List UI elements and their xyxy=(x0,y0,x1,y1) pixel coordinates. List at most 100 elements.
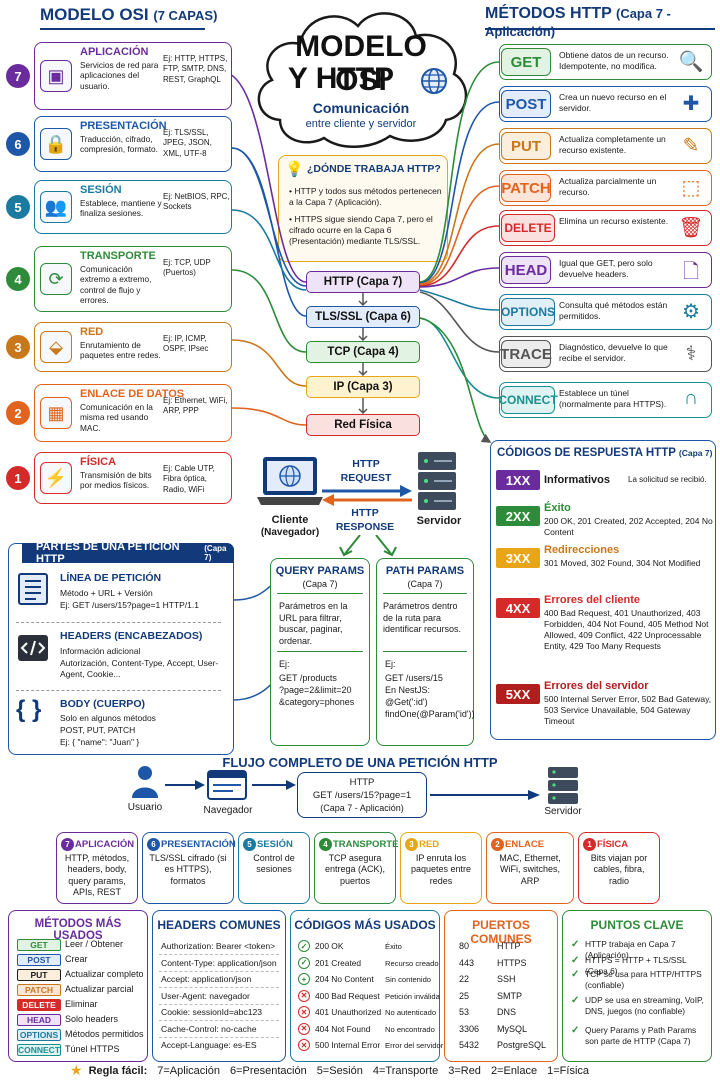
code-1xx-desc: La solicitud se recibió. xyxy=(628,475,707,484)
common-code: 500 Internal Error xyxy=(315,1040,381,1050)
flow-title: FLUJO COMPLETO DE UNA PETICIÓN HTTP xyxy=(222,755,498,770)
plus-icon: + xyxy=(298,973,310,985)
client-sub-label: (Navegador) xyxy=(260,527,320,538)
code-5xx-title: Errores del servidor xyxy=(544,680,649,692)
port-protocol: HTTP xyxy=(497,941,521,951)
flow-card-2-desc: MAC, Ethernet, WiFi, switches, ARP xyxy=(499,853,561,886)
braces-icon: { } xyxy=(16,696,42,723)
port-protocol: PostgreSQL xyxy=(497,1040,547,1050)
port-protocol: HTTPS xyxy=(497,957,527,968)
used-method-delete-desc: Eliminar xyxy=(65,999,98,1009)
flow-card-3-title: RED xyxy=(419,839,440,850)
error-icon: ✕ xyxy=(298,989,310,1002)
key-points-title: PUNTOS CLAVE xyxy=(590,918,684,932)
method-get-label: GET xyxy=(501,48,551,76)
common-header-row: Authorization: Bearer <token> xyxy=(161,941,276,951)
flow-card-1-desc: Bits viajan por cables, fibra, radio xyxy=(590,853,648,886)
part-1-line-2: Ej: GET /users/15?page=1 HTTP/1.1 xyxy=(60,600,199,610)
code-3xx-desc: 301 Moved, 302 Found, 304 Not Modified xyxy=(544,558,701,568)
key-point: HTTP trabaja en Capa 7 (Aplicación) xyxy=(585,939,676,960)
parts-title-text: PARTES DE UNA PETICIÓN HTTP xyxy=(36,541,180,565)
flow-card-2-badge: 2 xyxy=(491,838,504,851)
common-code-desc: Recurso creado xyxy=(385,958,439,968)
flow-card-7-badge: 7 xyxy=(61,838,74,851)
port-protocol: MySQL xyxy=(497,1023,528,1034)
flow-card-1-title: FÍSICA xyxy=(597,839,629,850)
method-put-box xyxy=(499,128,712,164)
left-header-sub: (7 CAPAS) xyxy=(153,8,218,23)
request-arrow xyxy=(322,485,412,497)
method-connect-desc: Establece un túnel (normalmente para HTT… xyxy=(559,388,667,409)
cloud-sub-2: entre cliente y servidor xyxy=(305,118,417,130)
browser-label: Navegador xyxy=(203,805,253,816)
flow-card-1-badge: 1 xyxy=(583,838,596,851)
lock-icon: 🔒 xyxy=(40,128,72,160)
method-connect-label: CONNECT xyxy=(498,386,558,414)
method-put-label: PUT xyxy=(501,132,551,160)
cloud-sub-1: Comunicación xyxy=(312,100,410,116)
flow-req-3: (Capa 7 - Aplicación) xyxy=(320,803,404,813)
path-params-box: PATH PARAMS (Capa 7) Parámetros dentro d… xyxy=(376,558,475,746)
layer-5-name: SESIÓN xyxy=(80,184,122,196)
code-3xx-title: Redirecciones xyxy=(544,544,620,556)
key-point: HTTPS = HTTP + TLS/SSL (Capa 6) xyxy=(585,955,687,976)
part-3-title: BODY (CUERPO) xyxy=(60,698,145,710)
response-arrow xyxy=(322,494,412,506)
query-desc: Parámetros en la URL para filtrar, busca… xyxy=(279,601,348,647)
path-ex-2: GET /users/15 xyxy=(385,673,443,683)
layer-6-desc: Traducción, cifrado, compresión, formato… xyxy=(80,134,158,155)
layer-7-desc: Servicios de red para aplicaciones del u… xyxy=(80,60,159,91)
dashed-square-icon: ⬚ xyxy=(681,177,701,199)
flow-card-5-desc: Control de sesiones xyxy=(253,853,295,875)
response-label: HTTP RESPONSE xyxy=(335,507,395,534)
layer-2-desc: Comunicación en la misma red usando MAC. xyxy=(80,402,153,433)
check-icon: ✓ xyxy=(571,969,580,980)
common-code: 404 Not Found xyxy=(315,1023,371,1034)
where-http-title: ¿DÓNDE TRABAJA HTTP? xyxy=(307,163,441,175)
flow-req-2: GET /users/15?page=1 xyxy=(312,790,412,801)
rule-item: 3=Red xyxy=(448,1064,481,1077)
path-ex-4: @Get(':id') xyxy=(385,697,428,707)
used-method-connect-desc: Túnel HTTPS xyxy=(65,1044,120,1054)
code-1xx-badge: 1XX xyxy=(496,470,540,490)
layer-4-desc: Comunicación extremo a extremo, control … xyxy=(80,264,152,306)
flow-arrow-2 xyxy=(252,780,296,790)
switch-icon: ▦ xyxy=(40,397,72,429)
code-4xx-title: Errores del cliente xyxy=(544,594,640,606)
code-1xx-title: Informativos xyxy=(544,474,611,486)
layer-6-name: PRESENTACIÓN xyxy=(80,120,167,132)
common-header-row: Content-Type: application/json xyxy=(161,957,277,968)
flow-card-7-desc: HTTP, métodos, headers, body, query para… xyxy=(64,853,130,897)
port-number: 53 xyxy=(459,1007,470,1017)
stack-ip: IP (Capa 3) xyxy=(306,376,420,398)
key-point: UDP se usa en streaming, VoIP, DNS, jueg… xyxy=(585,995,704,1016)
port-number: 5432 xyxy=(459,1040,480,1050)
common-code: 201 Created xyxy=(315,957,362,968)
code-4xx-desc: 400 Bad Request, 401 Unauthorized, 403 F… xyxy=(544,608,709,652)
used-method-patch: PATCH xyxy=(17,984,61,996)
method-options-box xyxy=(499,294,712,330)
rule-item: 5=Sesión xyxy=(316,1064,363,1077)
check-icon: ✓ xyxy=(298,940,310,952)
layer-5-examples: Ej: NetBIOS, RPC, Sockets xyxy=(163,192,230,212)
left-header-title: MODELO OSI xyxy=(40,5,149,24)
layer-3-name: RED xyxy=(80,326,104,338)
flow-card-2-title: ENLACE xyxy=(505,839,545,850)
cable-icon: ⚡ xyxy=(40,462,72,494)
rule-item: 2=Enlace xyxy=(490,1064,538,1077)
common-code-desc: Petición inválida xyxy=(385,991,440,1001)
layer-3-examples: Ej: IP, ICMP, OSPF, IPsec xyxy=(163,334,209,354)
code-2xx-badge: 2XX xyxy=(496,506,540,526)
common-header-row: Cookie: sessionId=abc123 xyxy=(161,1007,263,1017)
method-trace-label: TRACE xyxy=(500,340,552,368)
part-3-line-3: Ej: { "name": "Juan" } xyxy=(60,737,140,747)
where-bullet-2: • HTTPS sigue siendo Capa 7, pero el cif… xyxy=(289,214,433,247)
layer-1-badge: 1 xyxy=(6,466,30,490)
connector-lines xyxy=(221,61,500,443)
layer-3-desc: Enrutamiento de paquetes entre redes. xyxy=(80,340,161,361)
port-number: 25 xyxy=(459,990,470,1001)
